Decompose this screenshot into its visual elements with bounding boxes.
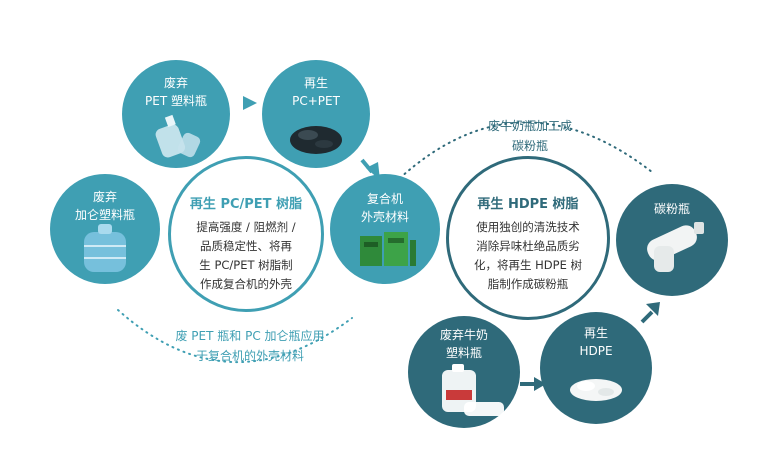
hub-title: 再生 PC/PET 树脂 (189, 197, 303, 212)
printer-case-icon (360, 232, 416, 266)
hub-title: 再生 HDPE 树脂 (477, 197, 579, 212)
hub-body-line: 作成复合机的外壳 (200, 277, 292, 291)
caption-line: 废牛奶瓶加工成 (487, 119, 572, 133)
caption-line: 碳粉瓶 (511, 139, 548, 153)
right-dotted-arc (399, 121, 653, 179)
pet-bottle-icon (155, 114, 201, 158)
node-label-line: 碳粉瓶 (653, 202, 690, 216)
node-waste-pet-bottle: 废弃 PET 塑料瓶 (122, 60, 230, 168)
arrow-milk-to-hdpe (520, 377, 546, 391)
node-label-line: 塑料瓶 (445, 346, 482, 360)
node-label-line: 废弃牛奶 (439, 328, 488, 342)
water-jug-icon (84, 224, 126, 272)
node-waste-pc-jug: 废弃 加仑塑料瓶 (50, 174, 160, 284)
arrow-pet-to-recycled (243, 96, 257, 110)
node-label-line: 加仑塑料瓶 (74, 208, 135, 222)
toner-bottle-icon (647, 222, 704, 272)
hub-body-line: 生 PC/PET 树脂制 (199, 258, 293, 272)
node-label-line: 复合机 (366, 192, 403, 206)
resin-pellets-icon (290, 126, 342, 154)
hub-body-line: 提高强度 / 阻燃剂 / (196, 220, 296, 234)
hub-body-line: 化，将再生 HDPE 树 (473, 258, 582, 272)
left-dotted-arc (117, 309, 353, 364)
caption-line: 废 PET 瓶和 PC 加仑瓶应用 (175, 329, 325, 343)
milk-jug-icon (442, 364, 504, 416)
hub-recycled-hdpe-resin: 再生 HDPE 树脂 使用独创的清洗技术 消除异味杜绝品质劣 化，将再生 HDP… (446, 156, 610, 320)
hub-body-line: 品质稳定性、将再 (200, 239, 292, 253)
node-recycled-hdpe: 再生 HDPE (540, 312, 652, 424)
node-label-line: HDPE (579, 344, 613, 358)
node-recycled-pc-pet: 再生 PC+PET (262, 60, 370, 168)
hub-body-line: 消除异味杜绝品质劣 (476, 239, 580, 253)
hub-recycled-pc-pet-resin: 再生 PC/PET 树脂 提高强度 / 阻燃剂 / 品质稳定性、将再 生 PC/… (168, 156, 324, 312)
node-label-line: PET 塑料瓶 (145, 94, 207, 108)
hub-body-line: 脂制作成碳粉瓶 (487, 277, 569, 291)
hub-body-line: 使用独创的清洗技术 (476, 220, 580, 234)
node-label-line: 再生 (583, 326, 608, 340)
node-composite-case: 复合机 外壳材料 (330, 174, 440, 284)
node-label-line: 再生 (303, 76, 328, 90)
left-caption: 废 PET 瓶和 PC 加仑瓶应用 于复合机的外壳材料 (150, 326, 350, 366)
node-label-line: 外壳材料 (360, 210, 409, 224)
node-label-line: PC+PET (292, 94, 340, 108)
node-label-line: 废弃 (92, 190, 117, 204)
right-caption: 废牛奶瓶加工成 碳粉瓶 (470, 116, 590, 156)
arrow-hdpe-to-toner (640, 302, 660, 324)
node-label-line: 废弃 (163, 76, 188, 90)
hdpe-pellets-icon (570, 379, 622, 401)
caption-line: 于复合机的外壳材料 (195, 349, 304, 363)
node-waste-milk-bottle: 废弃牛奶 塑料瓶 (408, 316, 520, 428)
node-toner-bottle: 碳粉瓶 (616, 184, 728, 296)
